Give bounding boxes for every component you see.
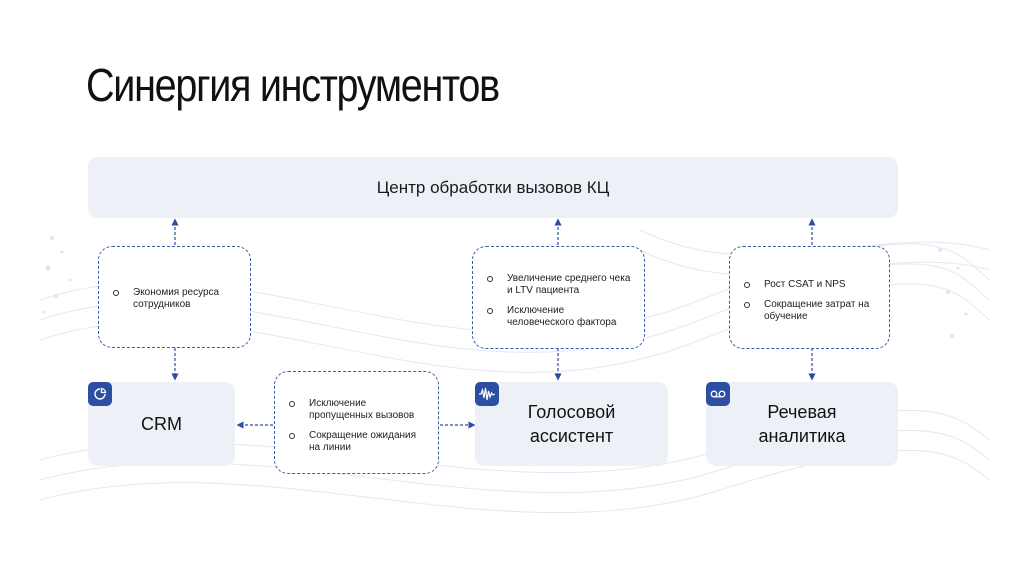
voice-assistant-badge — [475, 382, 499, 406]
integration-benefit-item: Исключение пропущенных вызовов — [285, 398, 428, 422]
sound-wave-icon — [479, 387, 495, 401]
speech-analytics-benefits-box: Рост CSAT и NPS Сокращение затрат на обу… — [729, 246, 890, 349]
integration-benefits-box: Исключение пропущенных вызовов Сокращени… — [274, 371, 439, 474]
crm-benefits-box: Экономия ресурса сотрудников — [98, 246, 251, 348]
voice-assistant-box: Голосовой ассистент — [475, 382, 668, 466]
page-title: Синергия инструментов — [86, 59, 500, 111]
speech-analytics-badge — [706, 382, 730, 406]
speech-analytics-label: Речевая аналитика — [758, 402, 846, 446]
speech-analytics-benefit-item: Рост CSAT и NPS — [740, 279, 879, 291]
crm-box: CRM — [88, 382, 235, 466]
crm-benefit-item: Экономия ресурса сотрудников — [109, 287, 240, 311]
speech-analytics-box: Речевая аналитика — [706, 382, 898, 466]
speech-analytics-benefit-item: Сокращение затрат на обучение — [740, 299, 879, 323]
voice-assistant-benefit-item: Увеличение среднего чека и LTV пациента — [483, 273, 634, 297]
pie-chart-icon — [94, 387, 107, 400]
call-center-bar: Центр обработки вызовов КЦ — [88, 157, 898, 218]
voicemail-icon — [710, 390, 726, 398]
crm-label: CRM — [141, 414, 182, 434]
integration-benefit-item: Сокращение ожидания на линии — [285, 430, 428, 454]
crm-badge — [88, 382, 112, 406]
call-center-label: Центр обработки вызовов КЦ — [376, 177, 610, 197]
voice-assistant-benefits-box: Увеличение среднего чека и LTV пациента … — [472, 246, 645, 349]
voice-assistant-benefit-item: Исключение человеческого фактора — [483, 305, 634, 329]
voice-assistant-label: Голосовой ассистент — [527, 402, 616, 446]
